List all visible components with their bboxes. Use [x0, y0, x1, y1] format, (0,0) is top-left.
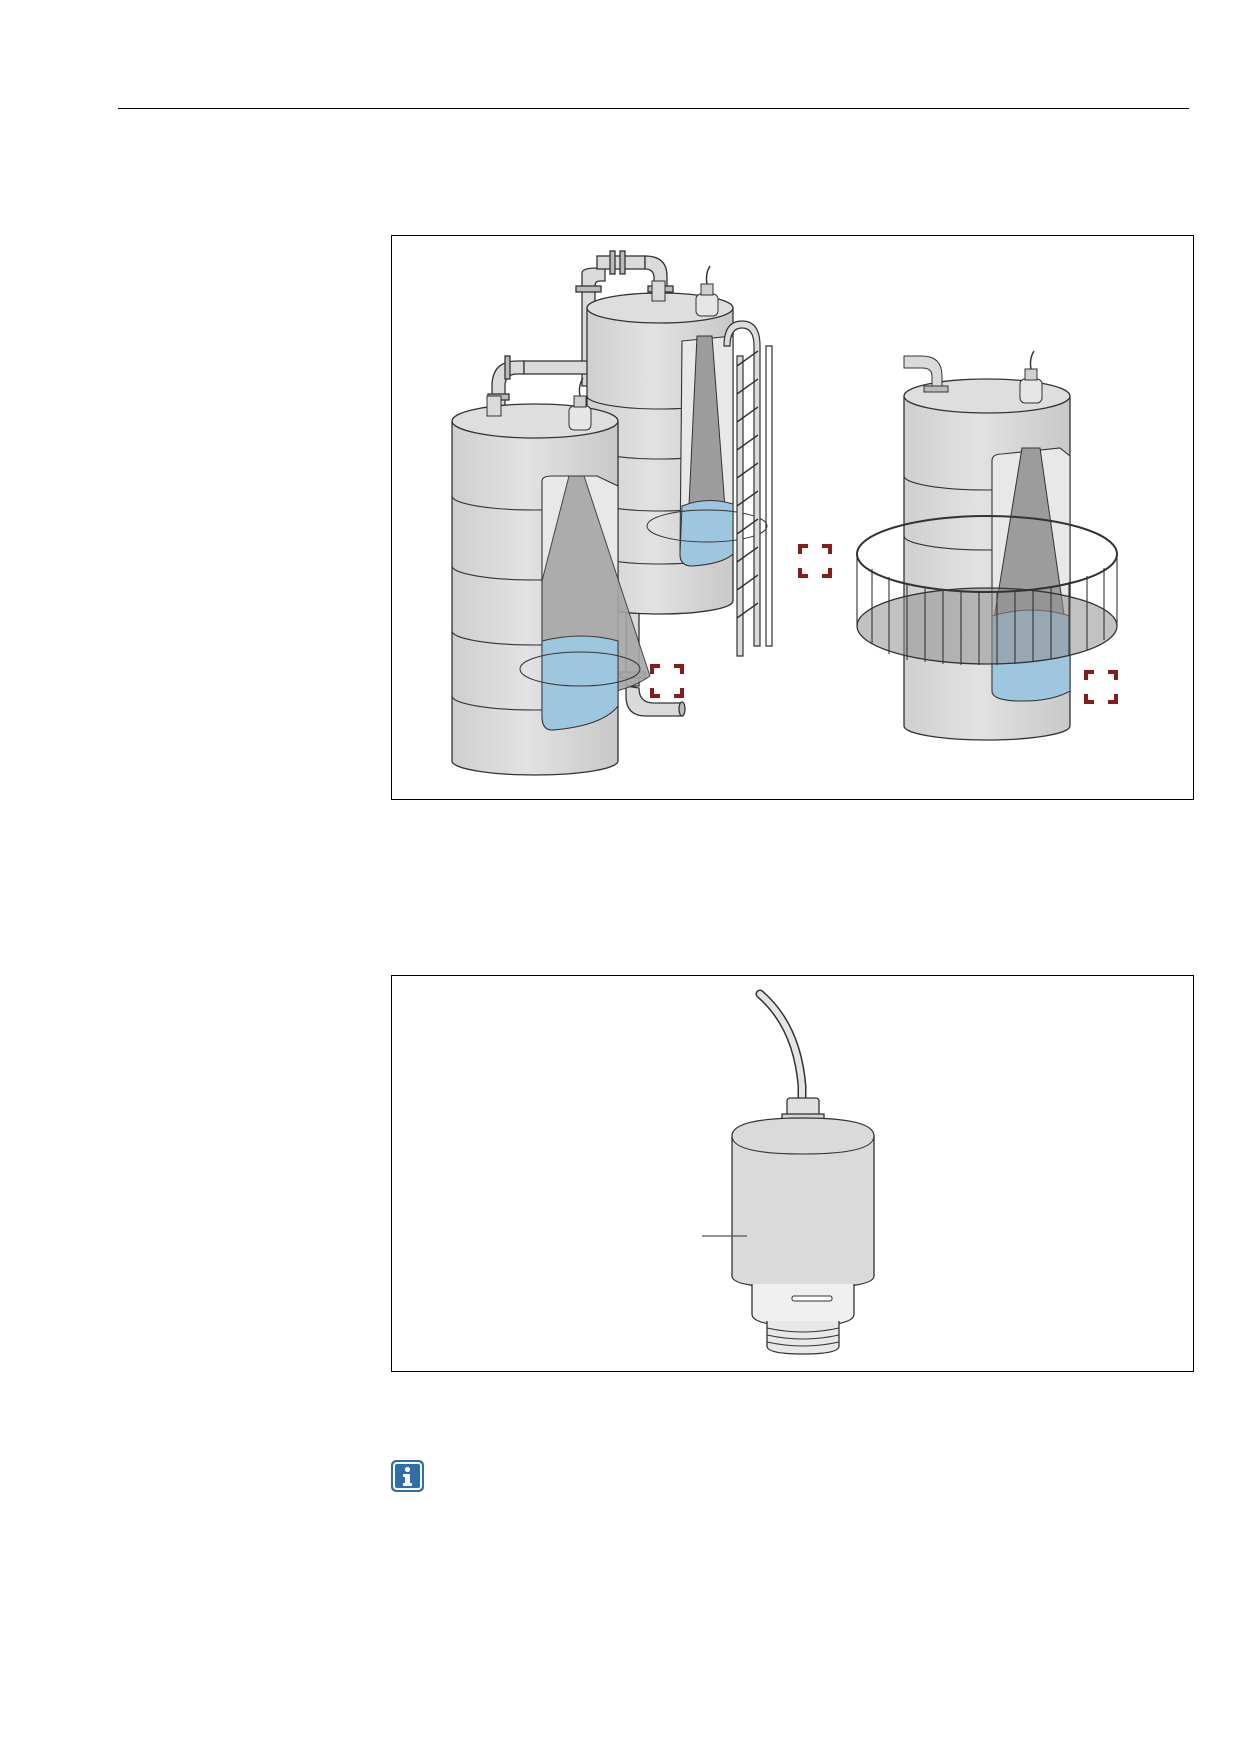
middle-tank — [586, 265, 768, 615]
sensor-illustration — [702, 989, 875, 1355]
tank-installation-figure — [391, 235, 1194, 800]
reflection-markers — [650, 544, 1118, 704]
info-icon — [391, 1460, 424, 1492]
left-tank — [451, 377, 651, 776]
ladder — [723, 320, 773, 657]
header-rule — [118, 108, 1189, 109]
right-tank — [856, 350, 1118, 741]
sensor-figure — [391, 975, 1194, 1372]
tank-installation-illustration — [451, 250, 1118, 776]
